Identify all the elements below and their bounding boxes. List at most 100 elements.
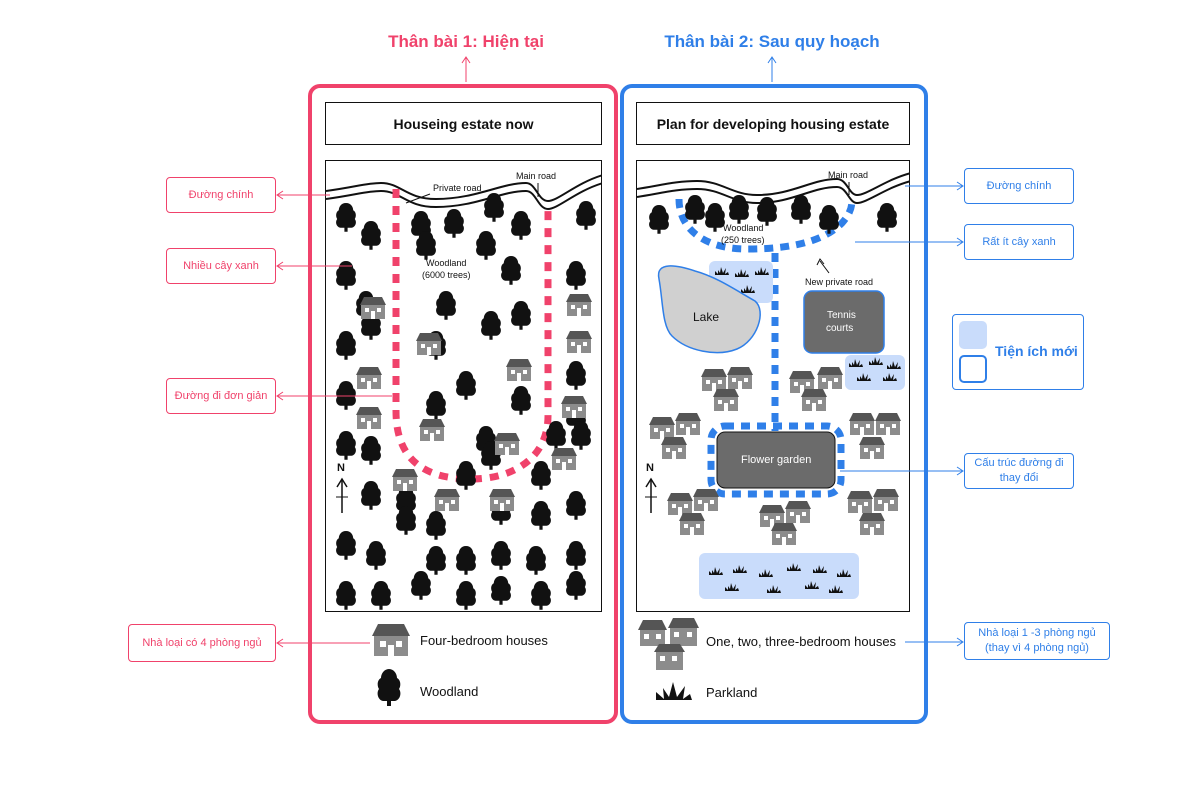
house-icon — [873, 489, 899, 511]
tree-icon — [791, 195, 811, 224]
callout-simple-road: Đường đi đơn giản — [166, 378, 276, 414]
house-icon — [649, 417, 675, 439]
woodland-label-left-1: Woodland — [426, 258, 466, 268]
parkland-icon — [656, 682, 692, 700]
house-icon — [849, 413, 875, 435]
right-map: Lake Tennis courts Flower garden Main ro… — [636, 160, 910, 612]
tree-icon — [444, 209, 464, 238]
tree-icon — [336, 261, 356, 290]
tree-icon — [396, 506, 416, 535]
woodland-label-left-2: (6000 trees) — [422, 270, 471, 280]
house-icon — [392, 469, 418, 491]
amenity-fill-swatch — [959, 321, 987, 349]
tree-icon — [366, 541, 386, 570]
callout-main-road-left: Đường chính — [166, 177, 276, 213]
parkland-icon — [837, 569, 851, 577]
private-road-label: Private road — [433, 183, 482, 193]
tree-icon — [546, 421, 566, 450]
tree-icon — [566, 571, 586, 600]
tree-icon — [336, 531, 356, 560]
callout-road-change-line1: Cấu trúc đường đi — [974, 457, 1064, 470]
parkland-icon — [741, 285, 755, 293]
tree-icon — [336, 203, 356, 232]
house-icon — [489, 489, 515, 511]
left-panel — [308, 84, 618, 724]
tree-icon — [511, 211, 531, 240]
house-icon — [847, 491, 873, 513]
callout-small-houses-line1: Nhà loại 1 -3 phòng ngủ — [978, 627, 1096, 640]
tree-icon — [456, 546, 476, 575]
amenity-outline-swatch — [959, 355, 987, 383]
tree-icon — [456, 461, 476, 490]
house-icon — [701, 369, 727, 391]
tree-icon — [336, 381, 356, 410]
house-icon — [727, 367, 753, 389]
north-label-left: N — [337, 462, 345, 474]
house-icon — [713, 389, 739, 411]
house-icon — [494, 433, 520, 455]
north-arrow-icon — [336, 477, 348, 513]
parkland-icon — [887, 361, 901, 369]
four-bedroom-house-icon — [372, 624, 410, 656]
tree-icon — [396, 486, 416, 515]
tree-icon — [336, 331, 356, 360]
parkland-icon — [805, 581, 819, 589]
heading-right: Thân bài 2: Sau quy hoạch — [664, 32, 880, 51]
tree-icon — [416, 231, 436, 260]
house-icon — [771, 523, 797, 545]
house-icon — [360, 297, 386, 319]
parkland-icon — [869, 357, 883, 365]
new-amenities-box: Tiện ích mới — [952, 314, 1084, 390]
tree-icon — [566, 541, 586, 570]
left-map-canvas: Private road Main road Woodland (6000 tr… — [326, 171, 601, 610]
tree-icon — [361, 436, 381, 465]
legend-four-bedroom: Four-bedroom houses — [420, 633, 548, 648]
right-map-canvas: Lake Tennis courts Flower garden Main ro… — [637, 170, 909, 599]
parkland-icon — [767, 585, 781, 593]
callout-four-bedroom: Nhà loại có 4 phòng ngủ — [128, 624, 276, 662]
tree-icon — [361, 221, 381, 250]
house-icon — [661, 437, 687, 459]
tree-icon — [411, 571, 431, 600]
tree-icon — [511, 301, 531, 330]
tree-icon — [566, 491, 586, 520]
new-amenities-label: Tiện ích mới — [995, 343, 1078, 359]
tree-icon — [436, 291, 456, 320]
callout-many-trees: Nhiều cây xanh — [166, 248, 276, 284]
north-label-right: N — [646, 462, 654, 474]
tree-icon — [705, 203, 725, 232]
house-icon — [785, 501, 811, 523]
house-icon — [859, 437, 885, 459]
legend-woodland: Woodland — [420, 684, 479, 699]
house-icon — [561, 396, 587, 418]
main-road-label-right: Main road — [828, 170, 868, 180]
tree-icon — [491, 576, 511, 605]
woodland-label-right-1: Woodland — [723, 223, 763, 233]
tree-icon — [649, 205, 669, 234]
woodland-label-right-2: (250 trees) — [721, 235, 765, 245]
tennis-label-2: courts — [826, 323, 853, 334]
tree-icon — [685, 195, 705, 224]
left-map-title: Houseing estate now — [325, 102, 602, 145]
north-arrow-icon — [645, 477, 657, 513]
house-icon — [693, 489, 719, 511]
tree-icon — [501, 256, 521, 285]
tree-icon — [571, 421, 591, 450]
house-icon — [434, 489, 460, 511]
parkland-icon — [733, 565, 747, 573]
house-icon — [506, 359, 532, 381]
tree-icon — [336, 431, 356, 460]
house-icon — [817, 367, 843, 389]
right-panel — [620, 84, 928, 724]
house-icon — [667, 493, 693, 515]
tree-icon — [484, 193, 504, 222]
tree-icon — [336, 581, 356, 610]
tree-icon — [456, 581, 476, 610]
parkland-icon — [857, 373, 871, 381]
legend-parkland: Parkland — [706, 685, 758, 700]
callout-few-trees: Rất ít cây xanh — [964, 224, 1074, 260]
tree-icon — [511, 386, 531, 415]
parkland-icon — [813, 565, 827, 573]
house-icon — [416, 333, 442, 355]
parkland-icon — [759, 569, 773, 577]
